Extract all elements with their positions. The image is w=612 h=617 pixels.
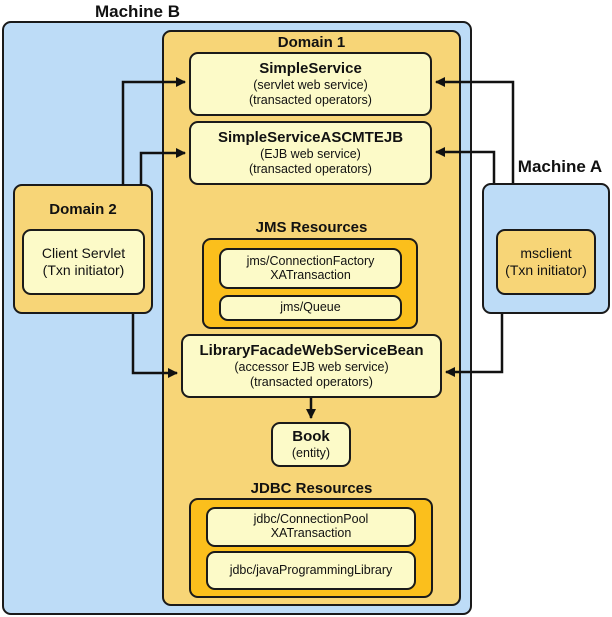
msclient-box: msclient (Txn initiator) [496, 229, 596, 295]
jms-resources-label: JMS Resources [255, 219, 368, 236]
client-servlet-line1: Client Servlet [41, 245, 126, 262]
library-facade-line2: (transacted operators) [250, 375, 373, 389]
jdbc-library-box: jdbc/javaProgrammingLibrary [206, 551, 416, 590]
jdbc-connection-pool-line1: jdbc/ConnectionPool [253, 512, 369, 527]
jdbc-resources-label: JDBC Resources [250, 480, 373, 497]
jms-connection-factory-box: jms/ConnectionFactory XATransaction [219, 248, 402, 289]
client-servlet-box: Client Servlet (Txn initiator) [22, 229, 145, 295]
jms-queue-box: jms/Queue [219, 295, 402, 321]
jms-connection-factory-line2: XATransaction [270, 267, 351, 282]
jdbc-connection-pool-box: jdbc/ConnectionPool XATransaction [206, 507, 416, 547]
simple-service-box: SimpleService (servlet web service) (tra… [189, 52, 432, 116]
simple-service-ascmtejb-box: SimpleServiceASCMTEJB (EJB web service) … [189, 121, 432, 185]
jdbc-library-line1: jdbc/javaProgrammingLibrary [229, 562, 393, 577]
simple-service-ascmtejb-title: SimpleServiceASCMTEJB [217, 129, 404, 146]
msclient-line2: (Txn initiator) [505, 262, 587, 278]
simple-service-ascmtejb-line1: (EJB web service) [260, 147, 361, 161]
jms-queue-line1: jms/Queue [280, 300, 341, 315]
client-servlet-line2: (Txn initiator) [42, 262, 125, 278]
domain1-label: Domain 1 [277, 34, 346, 51]
jdbc-connection-pool-line2: XATransaction [270, 526, 352, 540]
simple-service-ascmtejb-line2: (transacted operators) [249, 162, 372, 176]
jms-connection-factory-line1: jms/ConnectionFactory [246, 253, 375, 268]
machine-b-label: Machine B [94, 2, 181, 21]
simple-service-line2: (transacted operators) [249, 93, 372, 107]
book-box: Book (entity) [271, 422, 351, 467]
domain2-label: Domain 2 [49, 201, 117, 218]
msclient-line1: msclient [520, 245, 572, 262]
book-title: Book [292, 428, 330, 445]
library-facade-line1: (accessor EJB web service) [234, 360, 389, 374]
machine-a-label: Machine A [517, 157, 603, 176]
library-facade-title: LibraryFacadeWebServiceBean [199, 342, 424, 359]
library-facade-box: LibraryFacadeWebServiceBean (accessor EJ… [181, 334, 442, 398]
simple-service-title: SimpleService [259, 60, 362, 77]
book-line1: (entity) [291, 446, 331, 460]
simple-service-line1: (servlet web service) [253, 78, 368, 92]
